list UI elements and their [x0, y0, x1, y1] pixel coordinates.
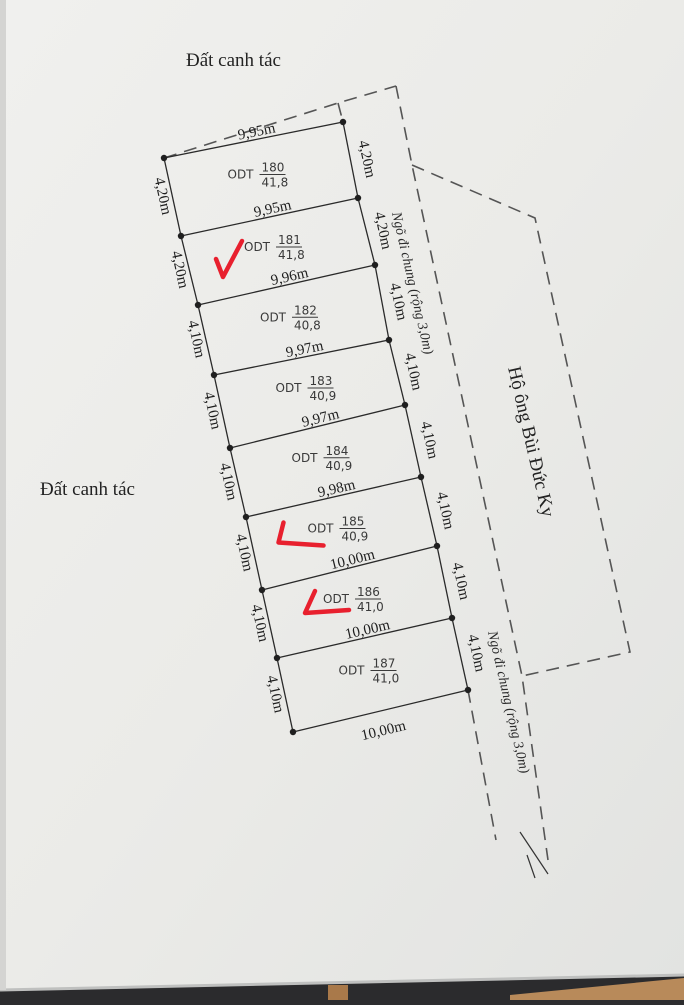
plot-area: 41,0 [357, 600, 384, 614]
plot-code: ODT [228, 168, 255, 182]
plot-left-side: 4,10m [232, 532, 256, 573]
plot-divider-line [213, 339, 390, 376]
vertex-point [289, 728, 297, 736]
plot-divider-line [245, 476, 422, 518]
red-checkmark-icon [302, 588, 352, 616]
plot-right-side: 4,10m [401, 351, 425, 392]
plot-top-width: 9,95m [237, 120, 278, 143]
plot-number: 181 [278, 233, 301, 247]
vertex-point [194, 301, 202, 309]
plot-divider-line [180, 197, 359, 237]
vertex-point [242, 513, 250, 521]
plot-top-width: 9,97m [285, 338, 326, 361]
plot-area: 40,9 [326, 459, 353, 473]
plot-area: 40,9 [310, 389, 337, 403]
plot-number: 180 [262, 161, 285, 175]
plot-divider-line [197, 264, 376, 306]
plot-number: 185 [342, 515, 365, 529]
plot-area: 41,8 [278, 248, 305, 262]
red-checkmark-icon [276, 520, 326, 548]
vertex-point [339, 118, 347, 126]
vertex-point [371, 261, 379, 269]
plot-left-side: 4,10m [200, 390, 224, 431]
plot-right-side: 4,10m [433, 490, 457, 531]
road-arrow [519, 831, 549, 875]
vertex-point [401, 401, 409, 409]
plot-code: ODT [308, 522, 335, 536]
top-neighbor-label: Đất canh tác [186, 50, 281, 71]
plot-right-side: 4,10m [464, 633, 488, 674]
plot-code: ODT [292, 451, 319, 465]
plot-number: 187 [373, 657, 396, 671]
red-checkmark-icon [213, 238, 245, 280]
vertex-point [210, 371, 218, 379]
vertex-point [226, 444, 234, 452]
plot-top-width: 9,95m [252, 197, 293, 221]
plot-right-side: 4,10m [386, 281, 410, 322]
plot-area: 41,8 [262, 176, 289, 190]
vertex-point [433, 542, 441, 550]
vertex-point [258, 586, 266, 594]
left-neighbor-label: Đất canh tác [40, 479, 135, 500]
vertex-point [448, 614, 456, 622]
plot-area: 40,9 [342, 530, 369, 544]
plot-right-side: 4,20m [371, 210, 395, 251]
vertex-point [417, 473, 425, 481]
plot-left-side: 4,10m [216, 461, 240, 502]
plot-left-side: 4,10m [248, 603, 272, 644]
plot-code: ODT [260, 310, 287, 324]
plot-left-side: 4,20m [168, 249, 192, 290]
plot-code: ODT [276, 381, 303, 395]
plot-left-side: 4,10m [263, 674, 287, 715]
plot-right-side: 4,10m [449, 561, 473, 602]
plot-right-side: 4,20m [355, 139, 379, 180]
plot-number: 184 [326, 444, 349, 458]
vertex-point [464, 686, 472, 694]
plot-divider-line [261, 545, 438, 591]
vertex-point [354, 194, 362, 202]
plot-area: 40,8 [294, 318, 321, 332]
plot-number: 182 [294, 303, 317, 317]
vertex-point [160, 154, 168, 162]
plot-code: ODT [339, 664, 366, 678]
plot-left-side: 4,10m [184, 319, 208, 360]
vertex-point [273, 654, 281, 662]
plot-divider-line [276, 617, 453, 659]
plot-code: ODT [323, 592, 350, 606]
plot-right-side: 4,10m [417, 420, 441, 461]
bui-duc-ky-boundary [411, 164, 631, 677]
plot-divider-line [292, 689, 469, 733]
plot-divider-line [163, 121, 344, 159]
vertex-point [177, 232, 185, 240]
plot-code: ODT [244, 240, 271, 254]
plot-divider-line [229, 404, 406, 449]
plot-number: 183 [310, 374, 333, 388]
plot-area: 41,0 [373, 672, 400, 686]
plot-left-side: 4,20m [151, 176, 175, 217]
road-boundary-dashed [163, 85, 549, 861]
plot-number: 186 [357, 585, 380, 599]
vertex-point [385, 336, 393, 344]
